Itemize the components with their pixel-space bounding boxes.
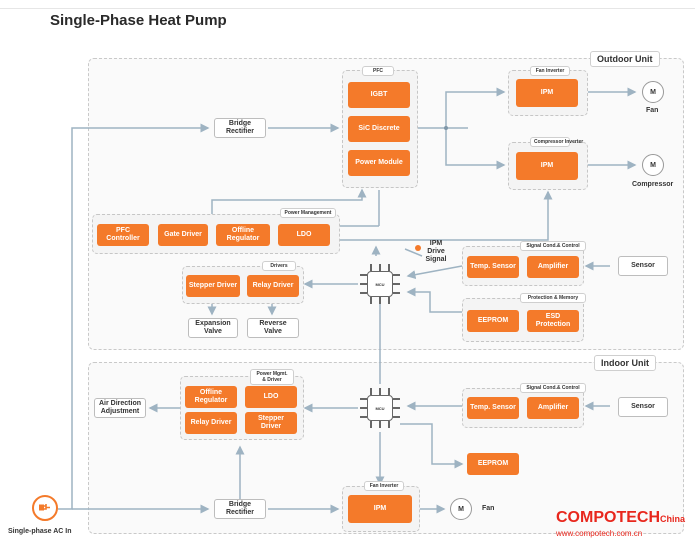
indoor-stepper-driver: Stepper Driver (245, 412, 297, 434)
watermark-suffix: China (660, 514, 686, 524)
indoor-temp-sensor: Temp. Sensor (467, 397, 519, 419)
compressor-inverter-ipm: IPM (516, 152, 578, 180)
indoor-fan-motor: M (450, 498, 472, 520)
outdoor-stepper-driver: Stepper Driver (186, 275, 240, 297)
outdoor-mcu: MCU (360, 264, 400, 304)
indoor-mcu: MCU (360, 388, 400, 428)
compressor-inverter-label: Compressor Inverter (530, 137, 583, 147)
pfc-controller: PFC Controller (97, 224, 149, 246)
indoor-amplifier: Amplifier (527, 397, 579, 419)
outdoor-sensor: Sensor (618, 256, 668, 276)
watermark-brand: COMPOTECH (556, 509, 660, 526)
indoor-power-mgmt-label: Power Mgmt. & Driver (250, 369, 294, 385)
indoor-sensor: Sensor (618, 397, 668, 417)
outdoor-amplifier: Amplifier (527, 256, 579, 278)
indoor-unit-label: Indoor Unit (594, 355, 656, 371)
plug-icon (32, 495, 58, 521)
outdoor-fan-label: Fan (646, 107, 659, 114)
power-management-label: Power Management (280, 208, 336, 218)
fan-inverter-label: Fan Inverter (530, 66, 570, 76)
indoor-bridge-rectifier: Bridge Rectifier (214, 499, 266, 519)
protection-memory-label: Protection & Memory (520, 293, 586, 303)
esd-protection: ESD Protection (527, 310, 579, 332)
outdoor-relay-driver: Relay Driver (247, 275, 299, 297)
air-direction-adjustment: Air Direction Adjustment (94, 398, 146, 418)
outdoor-mcu-chip: MCU (367, 271, 393, 297)
indoor-offline-regulator: Offline Regulator (185, 386, 237, 408)
outdoor-offline-regulator: Offline Regulator (216, 224, 270, 246)
watermark-url: www.compotech.com.cn (556, 529, 643, 538)
ipm-drive-signal-label: IPM Drive Signal (425, 240, 447, 263)
drivers-label: Drivers (262, 261, 296, 271)
outdoor-temp-sensor: Temp. Sensor (467, 256, 519, 278)
outdoor-ldo: LDO (278, 224, 330, 246)
pfc-label: PFC (362, 66, 394, 76)
outdoor-eeprom: EEPROM (467, 310, 519, 332)
ac-in-label: Single-phase AC In (8, 528, 72, 535)
expansion-valve: Expansion Valve (188, 318, 238, 338)
indoor-eeprom: EEPROM (467, 453, 519, 475)
reverse-valve: Reverse Valve (247, 318, 299, 338)
indoor-relay-driver: Relay Driver (185, 412, 237, 434)
indoor-signal-cond-label: Signal Cond.& Control (520, 383, 586, 393)
indoor-mcu-chip: MCU (367, 395, 393, 421)
indoor-fan-label: Fan (482, 505, 495, 512)
page-title: Single-Phase Heat Pump (50, 12, 227, 29)
pfc-power-module: Power Module (348, 150, 410, 176)
outdoor-signal-cond-label: Signal Cond.& Control (520, 241, 586, 251)
pfc-sic-discrete: SiC Discrete (348, 116, 410, 142)
compressor-motor: M (642, 154, 664, 176)
outdoor-bridge-rectifier: Bridge Rectifier (214, 118, 266, 138)
pfc-igbt: IGBT (348, 82, 410, 108)
indoor-fan-inverter-label: Fan Inverter (364, 481, 404, 491)
outdoor-fan-motor: M (642, 81, 664, 103)
indoor-ldo: LDO (245, 386, 297, 408)
top-divider (0, 8, 695, 9)
fan-inverter-ipm: IPM (516, 79, 578, 107)
compressor-label: Compressor (632, 181, 674, 188)
indoor-fan-ipm: IPM (348, 495, 412, 523)
outdoor-unit-label: Outdoor Unit (590, 51, 660, 67)
outdoor-gate-driver: Gate Driver (158, 224, 208, 246)
watermark-logo: COMPOTECHChina (556, 509, 685, 527)
